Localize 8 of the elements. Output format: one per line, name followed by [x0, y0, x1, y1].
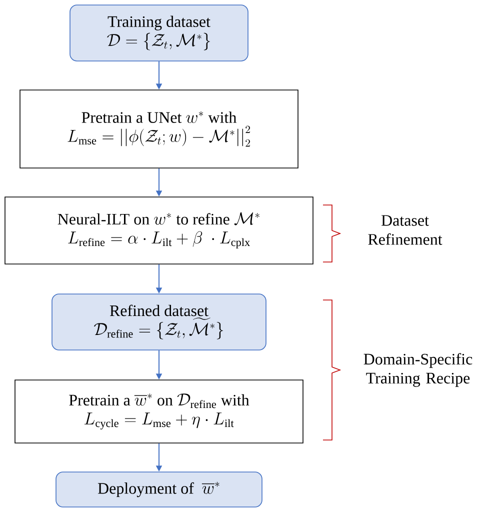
group-label: Dataset Refinement — [368, 215, 442, 245]
process-box: $\text{Pretrain a } \overline{w}^* \text{ on } \mathcal{D}_{\mathrm{refine}} \text{ with}$ $L_{\mathrm{cycle}} = L_{\mathrm{mse}} + \eta \cdot L_{\mathrm{ilt}}$ — [14, 380, 304, 444]
dataset-box: $\text{Deployment of }\ \overline{w}^*$ — [56, 472, 262, 508]
group-label: Domain-Specific Training Recipe — [364, 353, 472, 387]
process-box: $\text{Neural-ILT on } w^* \text{ to refine } \mathcal{M}^*$ $L_{\mathrm{refine}} = \alpha \cdot L_{\mathrm{ilt}} + \beta\ \cdot L_{\mathrm{cplx}}$ — [4, 196, 314, 264]
process-box: $\text{Pretrain a UNet } w^* \text{ with}$ $L_{\mathrm{mse}} = \left|\left|\phi(\mathcal{Z}_t; w) - \mathcal{M}^*\right|\right|_2^2$ — [20, 90, 298, 168]
dataset-box: Refined dataset $\mathcal{D}_{\mathrm{refine}} = \{\mathcal{Z}_t, \widetilde{\mathcal{M}}^*\}$ — [52, 294, 266, 350]
dataset-box: Training dataset $\mathcal{D} = \{\mathcal{Z}_t, \mathcal{M}^*\}$ — [70, 4, 248, 62]
